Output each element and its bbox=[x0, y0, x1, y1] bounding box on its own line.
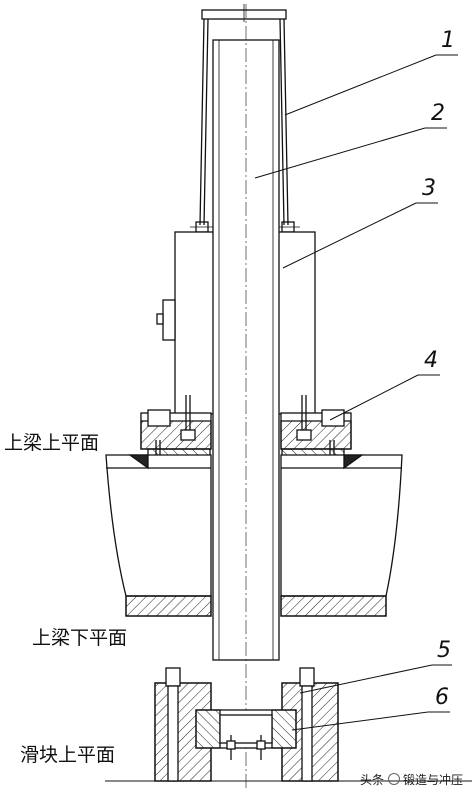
label-slider-top: 滑块上平面 bbox=[20, 744, 116, 766]
callout-2: 2 bbox=[431, 101, 445, 126]
callout-4: 4 bbox=[424, 348, 438, 373]
watermark-source: 头条 bbox=[360, 773, 385, 787]
slider-assembly bbox=[105, 667, 472, 782]
callout-1: 1 bbox=[441, 28, 455, 53]
label-upper-beam-bottom: 上梁下平面 bbox=[32, 627, 128, 649]
leader-lines bbox=[254, 54, 458, 731]
callout-5: 5 bbox=[437, 638, 451, 663]
callout-6: 6 bbox=[435, 685, 449, 710]
hanger-frame bbox=[190, 4, 300, 233]
label-upper-beam-top: 上梁上平面 bbox=[4, 432, 100, 454]
watermark: 头条 锻造与冲压 bbox=[360, 771, 463, 788]
piston-rod bbox=[212, 4, 280, 790]
callout-3: 3 bbox=[422, 176, 436, 201]
watermark-account: 锻造与冲压 bbox=[403, 773, 464, 787]
upper-beam bbox=[105, 454, 403, 617]
at-icon bbox=[388, 773, 401, 785]
